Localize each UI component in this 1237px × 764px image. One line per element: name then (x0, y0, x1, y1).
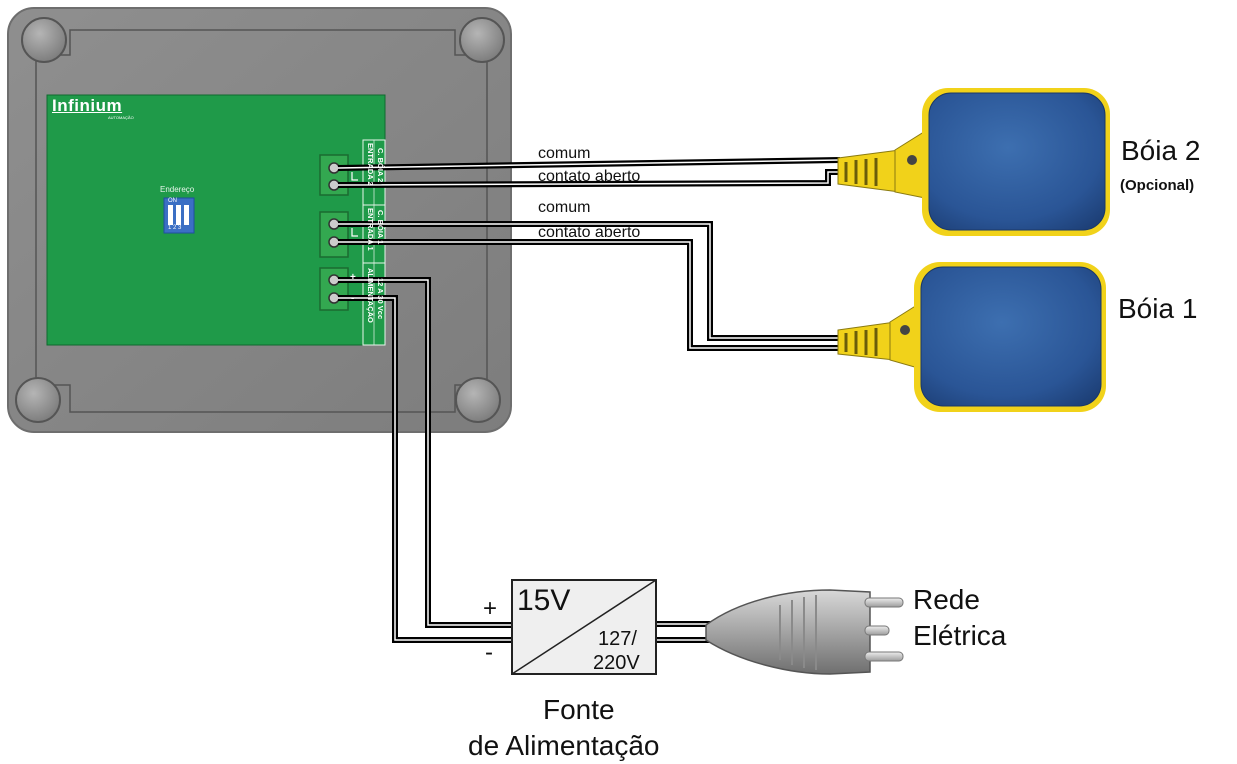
label-voltage-range: 12 A 30 Vcc (376, 278, 385, 320)
terminal-block-power (319, 267, 349, 311)
terminal-plus-label: + (350, 272, 356, 283)
dip-switch-numbers: 1 2 3 (168, 225, 182, 231)
power-supply-output: 15V (517, 584, 571, 617)
label-entrada-2: ENTRADA 2 (366, 143, 375, 186)
screw-icon (21, 17, 67, 63)
dip-switch-title: Endereço (160, 185, 195, 194)
power-supply-minus-label: - (485, 639, 493, 666)
power-supply-input-line2: 220V (593, 652, 640, 674)
terminal-block-boia1 (319, 211, 358, 258)
terminal-minus-label: - (351, 293, 355, 304)
wire-label-boia2-contato: contato aberto (538, 168, 641, 185)
float-switch-2 (837, 88, 1110, 236)
power-supply-caption-line1: Fonte (543, 694, 615, 725)
dip-switch[interactable] (163, 197, 195, 234)
screw-icon (459, 17, 505, 63)
wire-label-boia2-comum: comum (538, 145, 591, 162)
label-alimentacao: ALIMENTAÇÃO (366, 268, 375, 323)
boia-1-label: Bóia 1 (1118, 293, 1198, 324)
boia-2-optional-note: (Opcional) (1120, 177, 1195, 194)
power-supply (511, 579, 657, 675)
mains-label-line2: Elétrica (913, 620, 1007, 651)
power-supply-plus-label: + (483, 595, 498, 622)
label-contato-boia-2: C. BÓIA 2 (376, 148, 385, 183)
float-switch-1 (837, 262, 1106, 412)
screw-icon (455, 377, 501, 423)
power-supply-input-line1: 127/ (598, 628, 637, 650)
mains-plug-icon (705, 589, 904, 675)
dip-switch-on-label: ON (168, 198, 177, 204)
terminal-block-boia2 (319, 154, 358, 196)
power-supply-caption-line2: de Alimentação (468, 730, 660, 761)
brand-subtitle: AUTOMAÇÃO (108, 115, 134, 120)
label-entrada-1: ENTRADA 1 (366, 208, 375, 251)
screw-icon (15, 377, 61, 423)
label-contato-boia-1: C. BÓIA 1 (376, 210, 385, 245)
boia-2-label: Bóia 2 (1121, 135, 1201, 166)
brand-logo: Infinium (52, 96, 123, 115)
wire-label-boia1-contato: contato aberto (538, 224, 641, 241)
wires (337, 157, 842, 643)
mains-label-line1: Rede (913, 584, 980, 615)
wire-label-boia1-comum: comum (538, 199, 591, 216)
